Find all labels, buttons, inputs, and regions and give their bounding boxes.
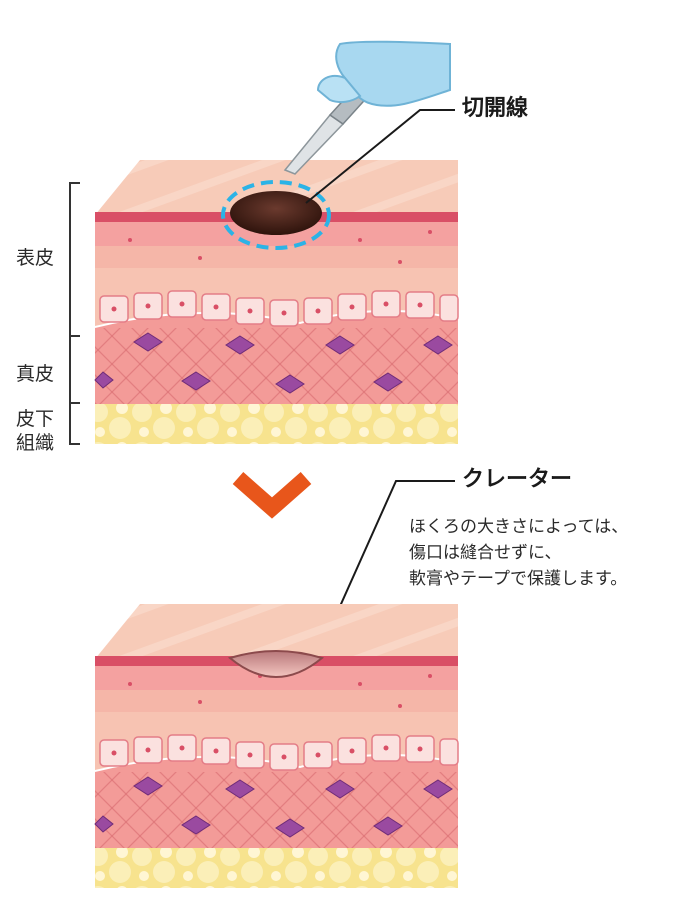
label-dermis: 真皮	[16, 363, 55, 385]
layer-brackets	[69, 182, 80, 445]
incision-outline	[221, 180, 331, 250]
label-subcutis-line1: 皮下	[16, 408, 55, 430]
mole	[230, 191, 322, 235]
label-subcutis-line2: 組織	[16, 432, 55, 454]
note-line: 軟膏やテープで保護します。	[409, 569, 628, 589]
label-epidermis: 表皮	[16, 247, 55, 269]
crater-leader-line	[315, 480, 455, 661]
label-crater: クレーター	[462, 467, 573, 492]
chevron-down-icon	[232, 472, 312, 519]
note-line: ほくろの大きさによっては、	[409, 517, 629, 537]
skin-block-after	[94, 603, 459, 889]
note-text: ほくろの大きさによっては、 傷口は縫合せずに、 軟膏やテープで保護します。	[409, 514, 628, 592]
crater	[227, 650, 325, 678]
incision-leader-line	[305, 109, 455, 204]
skin-block-before	[94, 159, 459, 445]
label-incision-line: 切開線	[462, 96, 529, 121]
note-line: 傷口は縫合せずに、	[409, 543, 562, 563]
gloved-hand-icon	[316, 40, 451, 107]
